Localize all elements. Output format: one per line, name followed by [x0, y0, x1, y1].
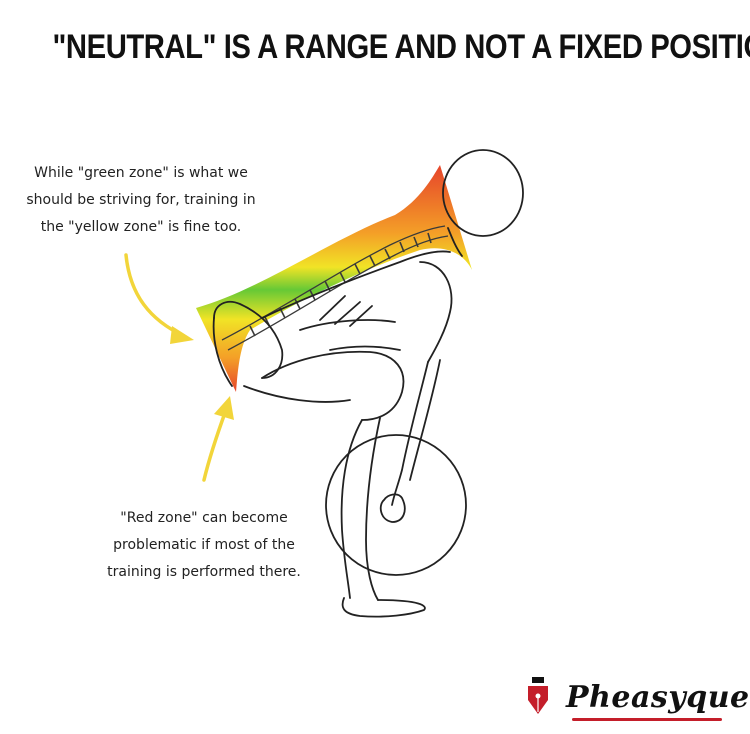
pen-nib-icon	[528, 677, 548, 714]
spine-range-zone	[196, 165, 472, 392]
arrow-to-green-zone	[124, 253, 194, 344]
body-outline	[212, 227, 463, 618]
page-title: "NEUTRAL" IS A RANGE AND NOT A FIXED POS…	[52, 28, 750, 66]
brand-underline	[572, 718, 722, 721]
red-zone-annotation: "Red zone" can become problematic if mos…	[107, 510, 301, 580]
barbell-plate	[325, 434, 467, 576]
brand-name: Pheasyque	[566, 680, 750, 715]
green-zone-annotation: While "green zone" is what we should be …	[26, 165, 256, 235]
arrow-to-red-zone	[202, 396, 234, 482]
spine-vertebrae	[221, 225, 449, 351]
head-outline	[442, 149, 524, 237]
